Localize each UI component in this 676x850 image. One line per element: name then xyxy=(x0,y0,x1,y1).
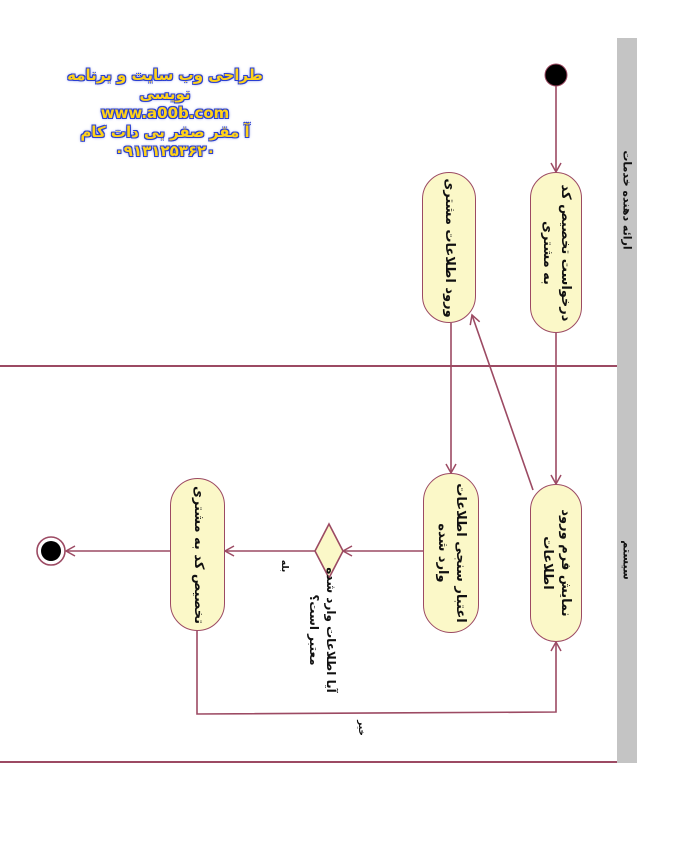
activity-enter-info[interactable]: ورود اطلاعات مشتری xyxy=(422,172,476,323)
activity-request-code[interactable]: درخواست تخصیص کد به مشتری xyxy=(530,172,582,333)
activity-label: درخواست تخصیص کد به مشتری xyxy=(540,184,573,321)
lane-label-customer: ارائه دهنده خدمات xyxy=(620,150,634,250)
lane-header-system xyxy=(617,366,637,763)
watermark-phone: ۰۹۱۳۱۲۵۳۶۲۰ xyxy=(114,142,216,160)
final-node xyxy=(41,541,61,561)
decision-label: آیا اطلاعات وارد شده معتبر است؟ xyxy=(307,567,338,693)
guard-no-label: خیر xyxy=(356,720,366,736)
watermark: طراحی وب سایت و برنامه نویسی www.a00b.co… xyxy=(50,66,280,161)
guard-yes-label: بله xyxy=(279,559,289,573)
activity-show-form[interactable]: نمایش فرم ورود اطلاعات xyxy=(530,484,582,642)
watermark-line-3: آ مقر صفر بی دات کام xyxy=(80,123,250,141)
lane-header-customer xyxy=(617,38,637,366)
activity-label: نمایش فرم ورود اطلاعات xyxy=(540,509,573,617)
activity-assign-code[interactable]: تخصیص کد به مشتری xyxy=(170,478,225,631)
lane-label-system: سیستم xyxy=(620,540,634,580)
edge-show-form-to-enter-info xyxy=(469,313,534,491)
activity-label: اعتبار سنجی اطلاعات وارد شده xyxy=(435,483,468,623)
activity-validate-info[interactable]: اعتبار سنجی اطلاعات وارد شده xyxy=(423,473,479,633)
activity-label: تخصیص کد به مشتری xyxy=(190,485,206,624)
activity-label: ورود اطلاعات مشتری xyxy=(442,177,457,318)
watermark-line-1: طراحی وب سایت و برنامه نویسی xyxy=(67,66,263,103)
watermark-url: www.a00b.com xyxy=(100,104,230,122)
decision-node xyxy=(314,522,344,580)
initial-node xyxy=(544,63,568,87)
edge-decision-no-loop xyxy=(196,631,562,715)
